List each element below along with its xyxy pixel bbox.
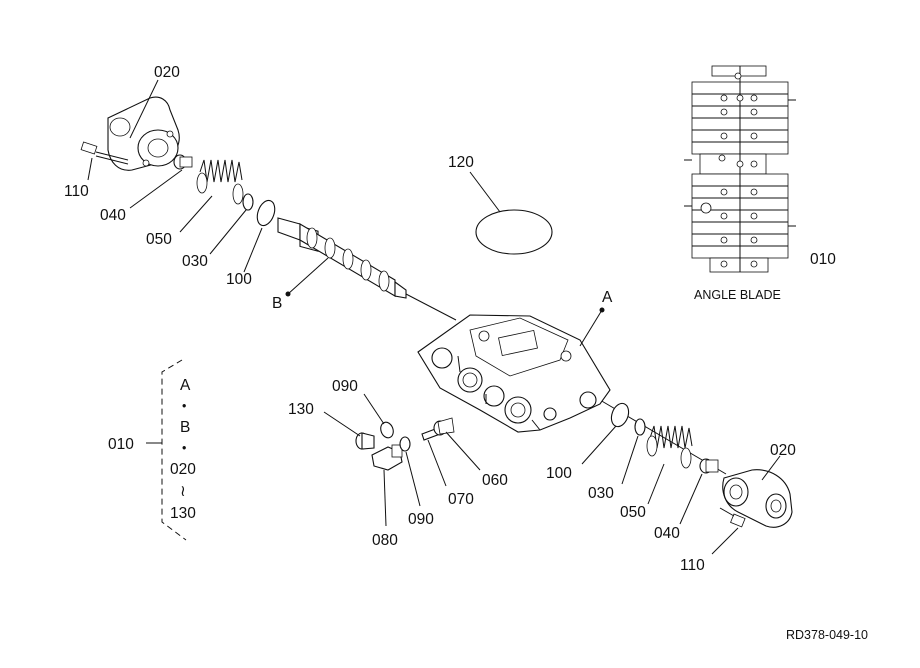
legend-line-B: B xyxy=(180,419,190,436)
check-plug-060 xyxy=(433,417,455,436)
label-030-right: 030 xyxy=(588,485,614,502)
label-130: 130 xyxy=(288,401,314,418)
oring-090-top xyxy=(380,421,394,439)
label-030-left: 030 xyxy=(182,253,208,270)
upper-left-oring-100 xyxy=(256,199,276,227)
legend-line-020: 020 xyxy=(170,461,196,478)
legend-line-A: A xyxy=(180,377,191,394)
lower-right-oring-100 xyxy=(610,402,630,428)
reference-code: RD378-049-10 xyxy=(786,628,868,642)
legend-dot-2: • xyxy=(182,441,186,455)
label-100-right: 100 xyxy=(546,465,572,482)
label-050-left: 050 xyxy=(146,231,172,248)
legend-label-010: 010 xyxy=(108,436,134,453)
label-090-bottom: 090 xyxy=(408,511,434,528)
upper-left-washer-030 xyxy=(242,193,254,211)
upper-left-spring-050 xyxy=(196,159,244,205)
legend-bracket xyxy=(146,359,187,541)
label-B: B xyxy=(272,295,282,312)
label-080: 080 xyxy=(372,532,398,549)
label-020-top: 020 xyxy=(154,64,180,81)
lower-right-bolt-110 xyxy=(719,507,746,528)
label-110-left: 110 xyxy=(64,183,89,200)
label-120: 120 xyxy=(448,154,474,171)
label-020-right: 020 xyxy=(770,442,796,459)
label-050-right: 050 xyxy=(620,504,646,521)
upper-left-bolt-110 xyxy=(80,141,129,165)
spool-axis-line xyxy=(405,293,457,321)
legend-tilde: ≀ xyxy=(180,483,186,500)
legend-dot-1: • xyxy=(182,399,186,413)
lower-right-washer-030 xyxy=(634,418,646,436)
label-090-top: 090 xyxy=(332,378,358,395)
label-angle-blade: ANGLE BLADE xyxy=(694,288,781,302)
label-A: A xyxy=(602,289,613,306)
label-060: 060 xyxy=(482,472,508,489)
label-070: 070 xyxy=(448,491,474,508)
plug-080 xyxy=(371,444,403,471)
oring-090-bottom xyxy=(399,436,411,452)
label-110-right: 110 xyxy=(680,557,705,574)
plug-130 xyxy=(355,432,375,450)
lower-right-cover-020 xyxy=(722,469,793,528)
valve-body-A xyxy=(417,314,611,433)
label-040-left: 040 xyxy=(100,207,126,224)
lower-right-spring-050 xyxy=(646,425,693,469)
lower-right-seat-040 xyxy=(699,458,719,474)
label-010-right: 010 xyxy=(810,251,836,268)
upper-left-seat-040 xyxy=(173,154,193,170)
label-040-right: 040 xyxy=(654,525,680,542)
legend-line-130: 130 xyxy=(170,505,196,522)
large-oring-120 xyxy=(475,209,553,255)
leader-lines xyxy=(87,79,781,555)
angle-blade-schematic xyxy=(684,65,796,273)
upper-left-cover-020 xyxy=(107,96,180,171)
spool-B xyxy=(277,217,407,299)
label-100-left: 100 xyxy=(226,271,252,288)
